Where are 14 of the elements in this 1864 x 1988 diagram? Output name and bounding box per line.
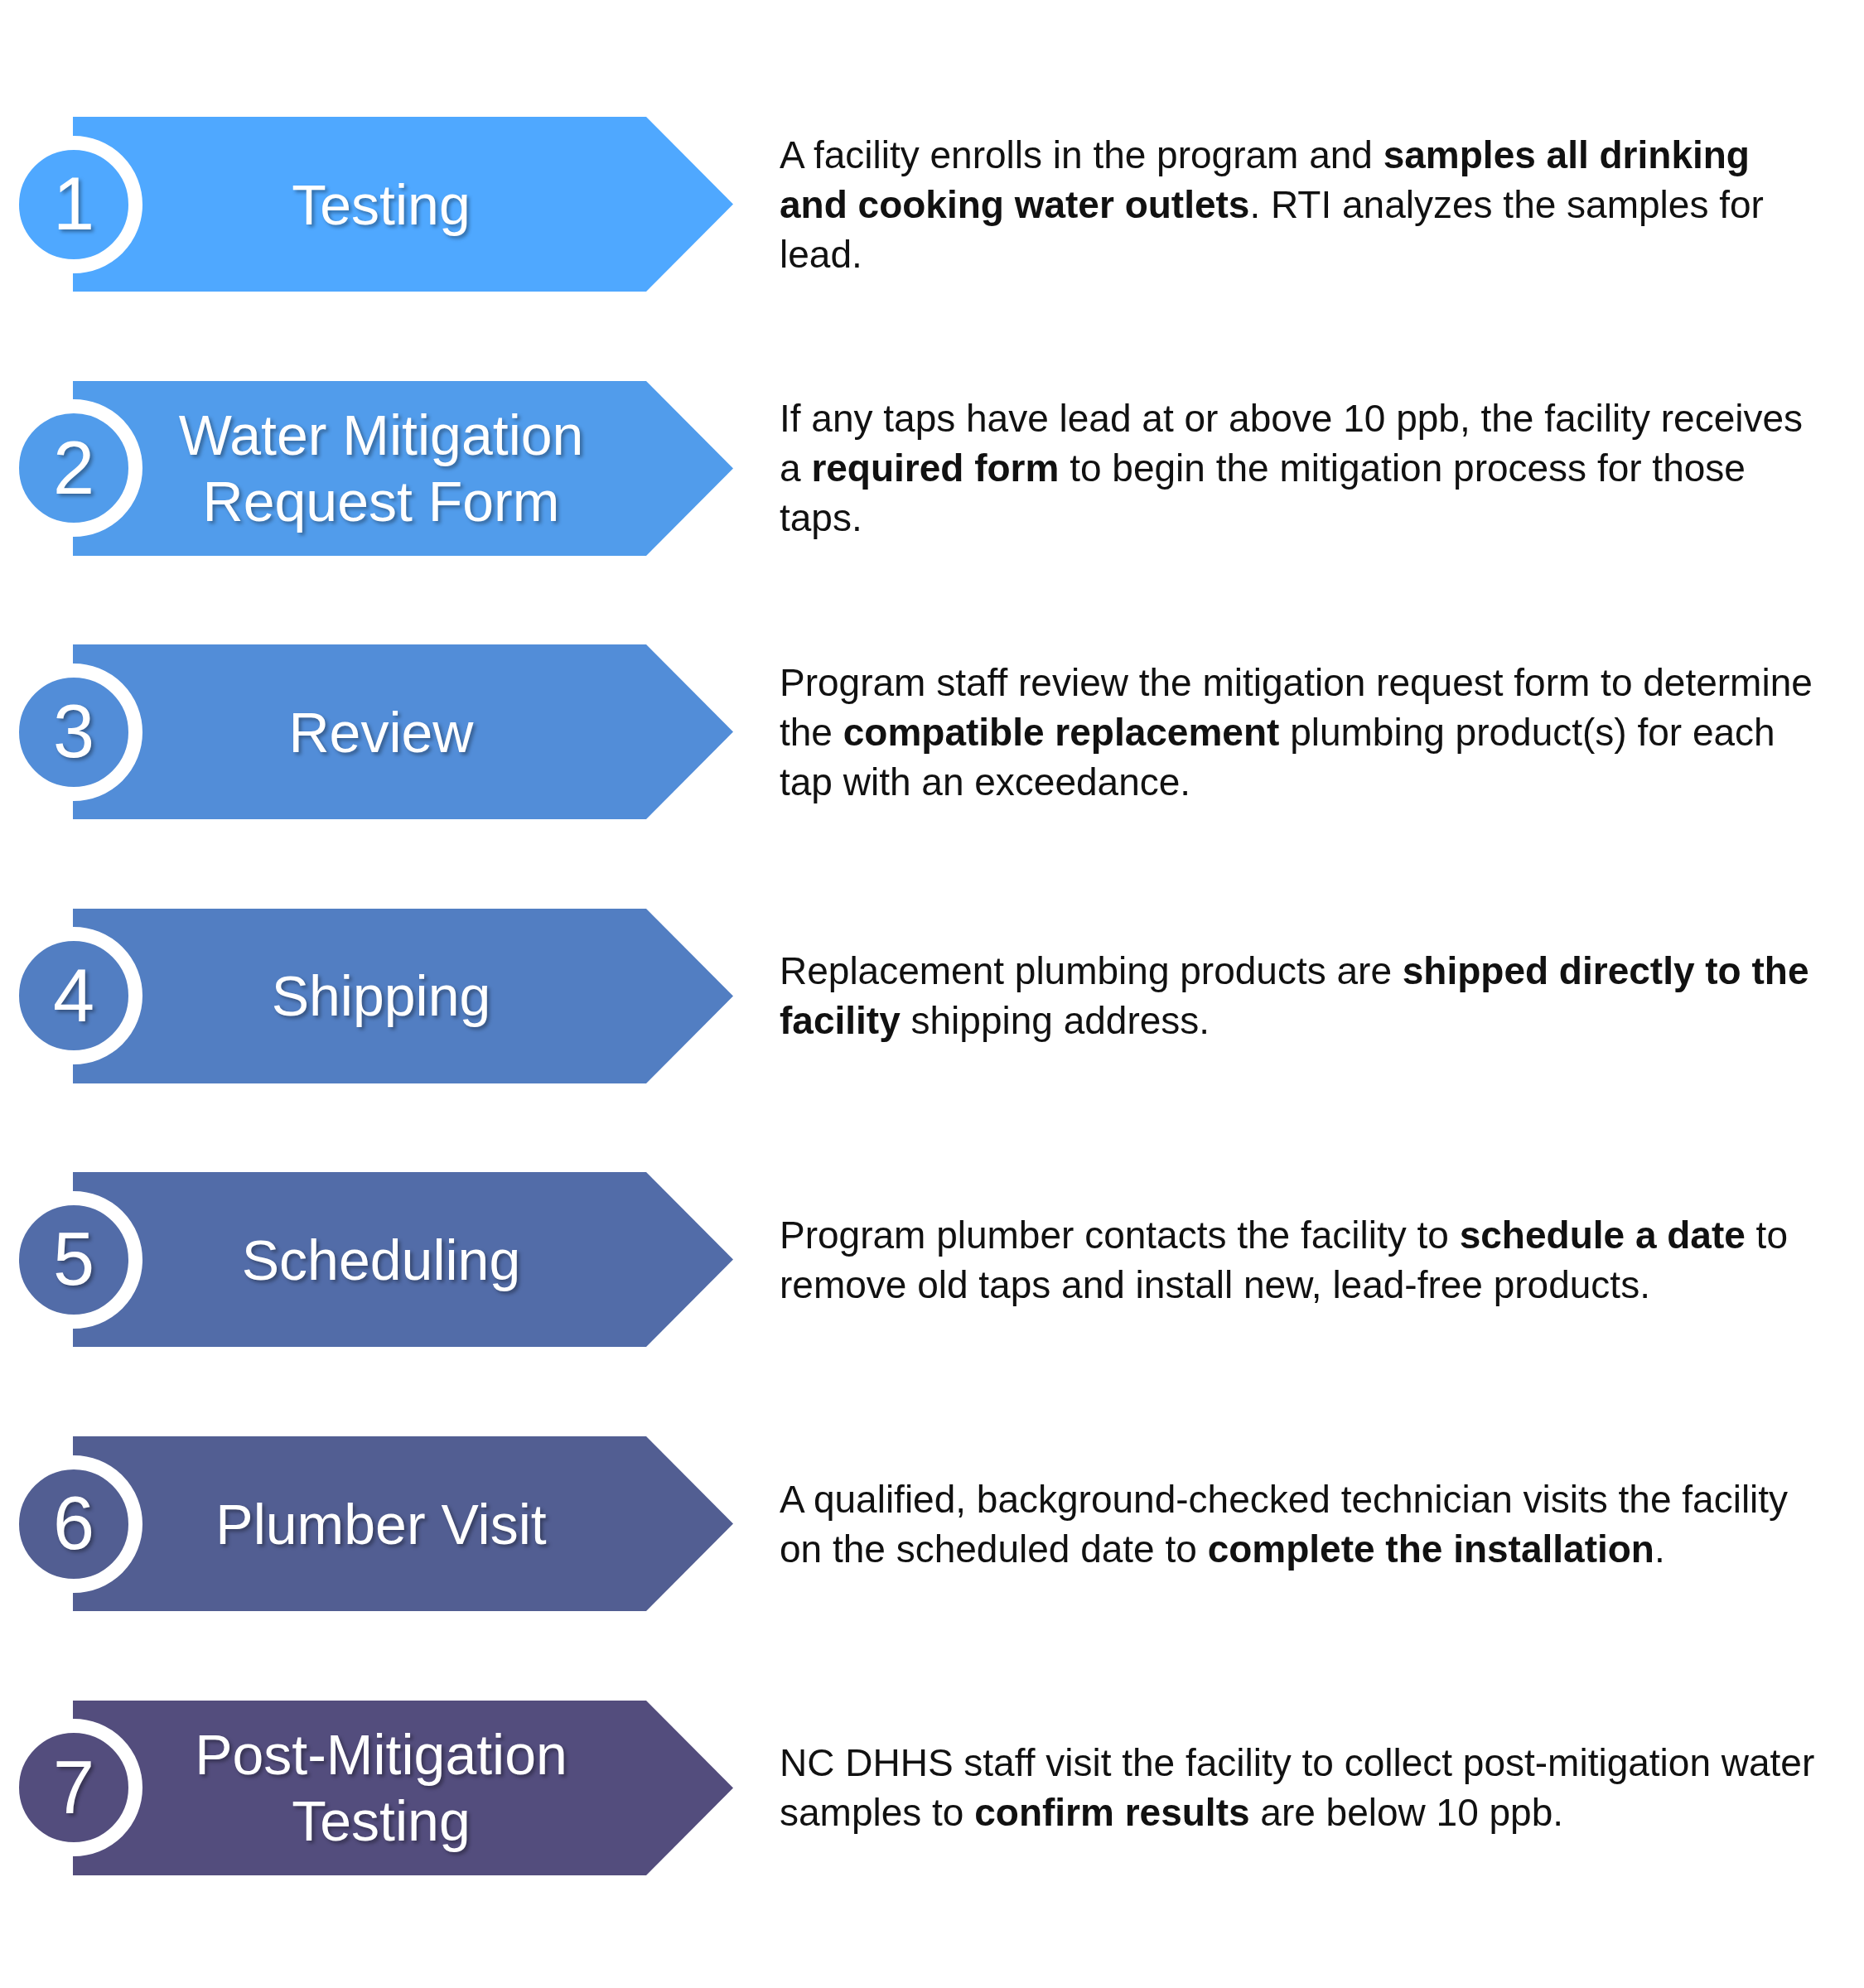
step-title: Water Mitigation Request Form <box>177 403 585 535</box>
step-description: Program staff review the mitigation request form to determine the compatible replacement plumbing product(s) for each tap with an exceedance. <box>780 659 1813 805</box>
step-description: A facility enrolls in the program and samples all drinking and cooking water outlets. RTI analyzes the samples for lead. <box>780 132 1765 277</box>
step-title: Review <box>287 699 475 765</box>
step-title: Plumber Visit <box>215 1491 548 1557</box>
step-description: A qualified, background-checked technician visits the facility on the scheduled date to complete the installation. <box>780 1476 1789 1572</box>
step-description: Replacement plumbing products are shipped directly to the facility shipping address. <box>780 948 1810 1045</box>
step-title: Testing <box>291 171 471 238</box>
step-description: Program plumber contacts the facility to schedule a date to remove old taps and install new, lead-free products. <box>780 1212 1789 1308</box>
step-description: NC DHHS staff visit the facility to collect post-mitigation water samples to confirm results are below 10 ppb. <box>780 1740 1815 1836</box>
step-title: Post-Mitigation Testing <box>194 1722 568 1855</box>
step-title: Scheduling <box>240 1227 522 1293</box>
step-description: If any taps have lead at or above 10 ppb, the facility receives a required form to begin the mitigation process for those taps. <box>780 396 1804 542</box>
step-title: Shipping <box>270 963 492 1030</box>
